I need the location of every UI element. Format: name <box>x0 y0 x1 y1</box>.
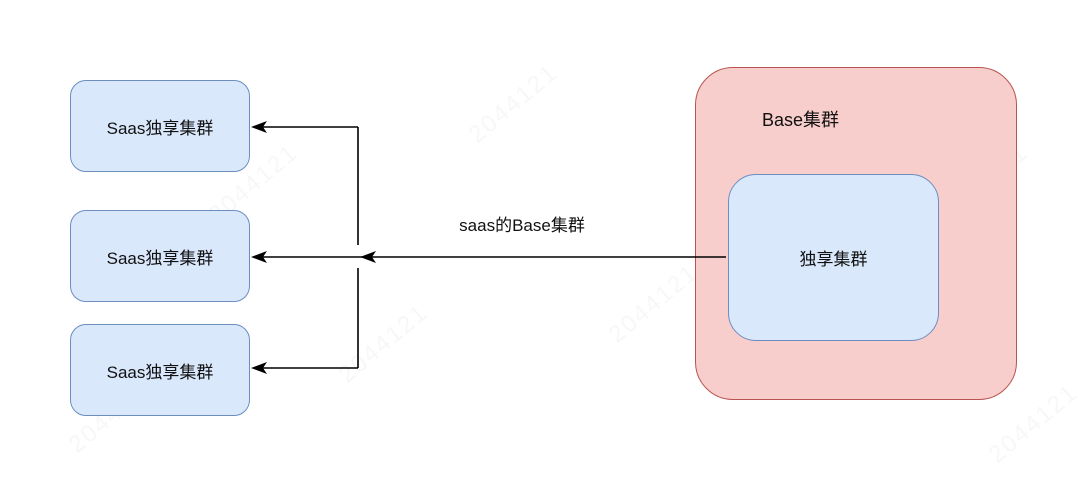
node-saas-cluster-3: Saas独享集群 <box>70 324 250 416</box>
edge-label: saas的Base集群 <box>459 216 585 235</box>
watermark-text: 2044121 <box>463 58 564 149</box>
node-label: 独享集群 <box>799 250 868 269</box>
arrowhead-bottom <box>251 362 267 374</box>
node-saas-cluster-2: Saas独享集群 <box>70 210 250 302</box>
node-label: Saas独享集群 <box>106 248 214 268</box>
node-label: Saas独享集群 <box>106 118 214 138</box>
watermark-text: 2044121 <box>603 258 704 349</box>
base-cluster-label: Base集群 <box>762 110 840 130</box>
node-exclusive-cluster: 独享集群 <box>728 174 939 341</box>
arrowhead-middle <box>251 251 267 263</box>
node-label: Saas独享集群 <box>106 362 214 382</box>
node-base-cluster: Base集群 独享集群 <box>695 67 1017 400</box>
watermark-text: 2044121 <box>333 298 434 389</box>
node-saas-cluster-1: Saas独享集群 <box>70 80 250 172</box>
arrowhead-top <box>251 121 267 133</box>
arrowhead-junction <box>360 251 376 263</box>
